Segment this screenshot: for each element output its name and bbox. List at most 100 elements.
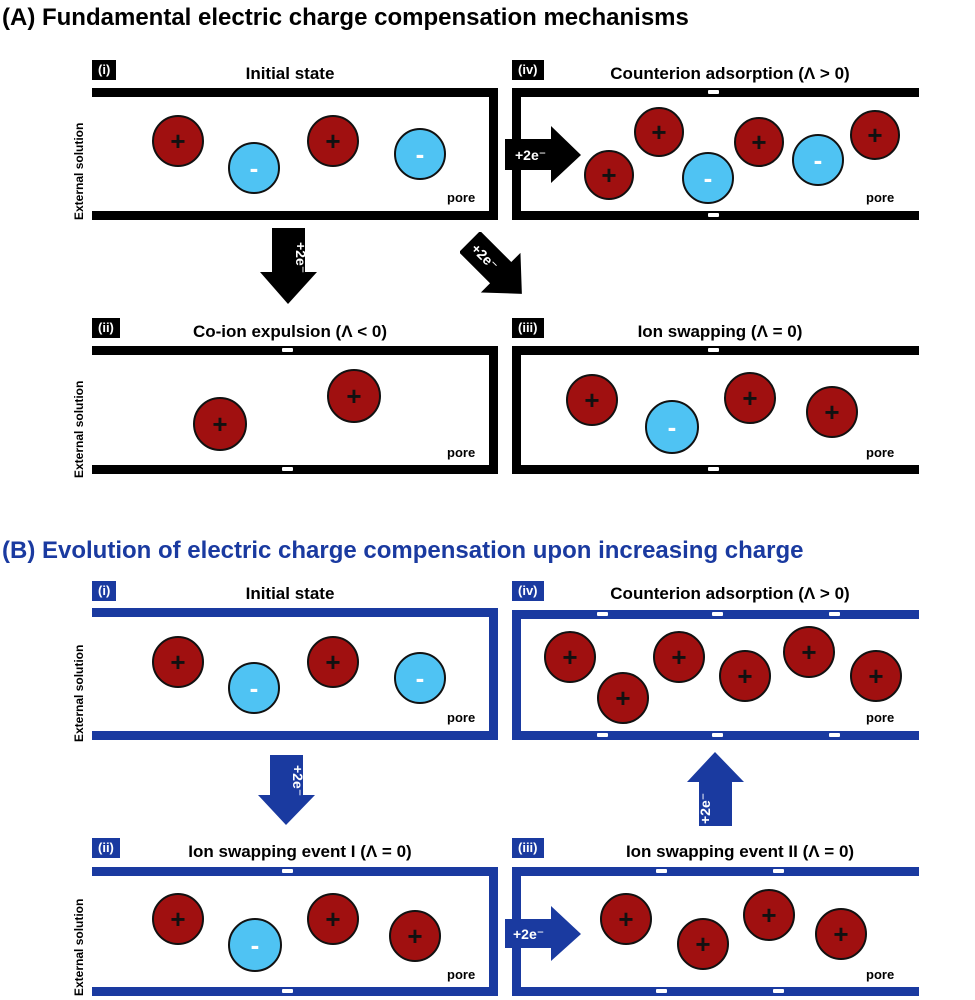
pore-label: pore <box>447 445 476 460</box>
surface-charge <box>708 348 719 352</box>
anion: - <box>394 128 446 180</box>
surface-charge <box>282 989 293 993</box>
panel-title: Initial state <box>245 64 335 83</box>
cation: + <box>850 650 902 702</box>
panel-title: Co-ion expulsion (Λ < 0) <box>192 322 388 341</box>
pore-wall-bottom <box>92 211 498 220</box>
section-b-title: (B) Evolution of electric charge compens… <box>2 537 804 564</box>
surface-charge <box>829 733 840 737</box>
panel-tag: (iii) <box>512 318 544 338</box>
cation: + <box>743 889 795 941</box>
surface-charge <box>708 90 719 94</box>
arrow-right: +2e⁻ <box>505 126 581 183</box>
surface-charge <box>656 869 667 873</box>
panel-title: Counterion adsorption (Λ > 0) <box>610 584 850 603</box>
cation: + <box>850 110 900 160</box>
pore-label: pore <box>866 967 895 982</box>
panel-title: Ion swapping (Λ = 0) <box>637 322 803 341</box>
pore-wall-bottom <box>92 465 498 474</box>
arrow-label: +2e⁻ <box>513 926 544 942</box>
surface-charge <box>656 989 667 993</box>
pore-wall-top <box>92 346 498 355</box>
cation: + <box>806 386 858 438</box>
cation: + <box>389 910 441 962</box>
pore-wall-top <box>512 867 919 876</box>
pore-wall-end <box>489 608 498 740</box>
anion: - <box>228 918 282 972</box>
panel-tag: (i) <box>92 581 117 601</box>
surface-charge <box>282 869 293 873</box>
anion: - <box>228 142 280 194</box>
external-solution-label: External solution <box>72 898 86 996</box>
arrow-label: +2e⁻ <box>293 242 309 273</box>
cation: + <box>566 374 618 426</box>
panel-title: Ion swapping event II (Λ = 0) <box>625 842 855 861</box>
pore-label: pore <box>447 710 476 725</box>
cation: + <box>734 117 784 167</box>
pore-wall-top <box>92 88 498 97</box>
panel-title: Counterion adsorption (Λ > 0) <box>610 64 850 83</box>
pore-label: pore <box>447 190 476 205</box>
pore-wall-top <box>92 867 498 876</box>
surface-charge <box>597 612 608 616</box>
pore-wall-end <box>489 346 498 474</box>
cation: + <box>307 893 359 945</box>
anion: - <box>645 400 699 454</box>
cation: + <box>327 369 381 423</box>
arrow-down: +2e⁻ <box>260 228 317 304</box>
pore-wall-end <box>512 346 521 474</box>
pore-label: pore <box>447 967 476 982</box>
cation: + <box>307 636 359 688</box>
cation: + <box>815 908 867 960</box>
external-solution-label: External solution <box>72 380 86 478</box>
surface-charge <box>773 869 784 873</box>
anion: - <box>792 134 844 186</box>
surface-charge <box>712 612 723 616</box>
arrow-label: +2e⁻ <box>515 147 546 163</box>
external-solution-label: External solution <box>72 644 86 742</box>
cation: + <box>653 631 705 683</box>
arrow-label: +2e⁻ <box>290 765 306 796</box>
pore-wall-end <box>489 867 498 996</box>
cation: + <box>584 150 634 200</box>
pore-label: pore <box>866 710 895 725</box>
cation: + <box>597 672 649 724</box>
panel-tag: (iv) <box>512 581 544 601</box>
cation: + <box>634 107 684 157</box>
pore-wall-bottom <box>92 987 498 996</box>
anion: - <box>394 652 446 704</box>
pore-wall-top <box>92 608 498 617</box>
surface-charge <box>708 213 719 217</box>
panel-tag: (ii) <box>92 318 120 338</box>
pore-wall-bottom <box>512 987 919 996</box>
anion: - <box>228 662 280 714</box>
arrow-up: +2e⁻ <box>687 752 744 826</box>
surface-charge <box>712 733 723 737</box>
panel-tag: (ii) <box>92 838 120 858</box>
surface-charge <box>708 467 719 471</box>
section-a-title: (A) Fundamental electric charge compensa… <box>2 4 689 31</box>
panel-title: Initial state <box>245 584 335 603</box>
cation: + <box>152 636 204 688</box>
external-solution-label: External solution <box>72 122 86 220</box>
cation: + <box>152 115 204 167</box>
anion: - <box>682 152 734 204</box>
panel-title: Ion swapping event I (Λ = 0) <box>188 842 412 861</box>
arrow-down: +2e⁻ <box>258 755 315 825</box>
cation: + <box>307 115 359 167</box>
arrow-label: +2e⁻ <box>697 793 713 824</box>
cation: + <box>783 626 835 678</box>
panel-tag: (iv) <box>512 60 544 80</box>
arrow-diagonal: +2e⁻ <box>460 232 522 294</box>
surface-charge <box>829 612 840 616</box>
surface-charge <box>282 467 293 471</box>
cation: + <box>152 893 204 945</box>
pore-label: pore <box>866 445 895 460</box>
pore-wall-end <box>489 88 498 220</box>
surface-charge <box>597 733 608 737</box>
cation: + <box>677 918 729 970</box>
pore-label: pore <box>866 190 895 205</box>
cation: + <box>600 893 652 945</box>
arrow-right: +2e⁻ <box>505 906 581 961</box>
